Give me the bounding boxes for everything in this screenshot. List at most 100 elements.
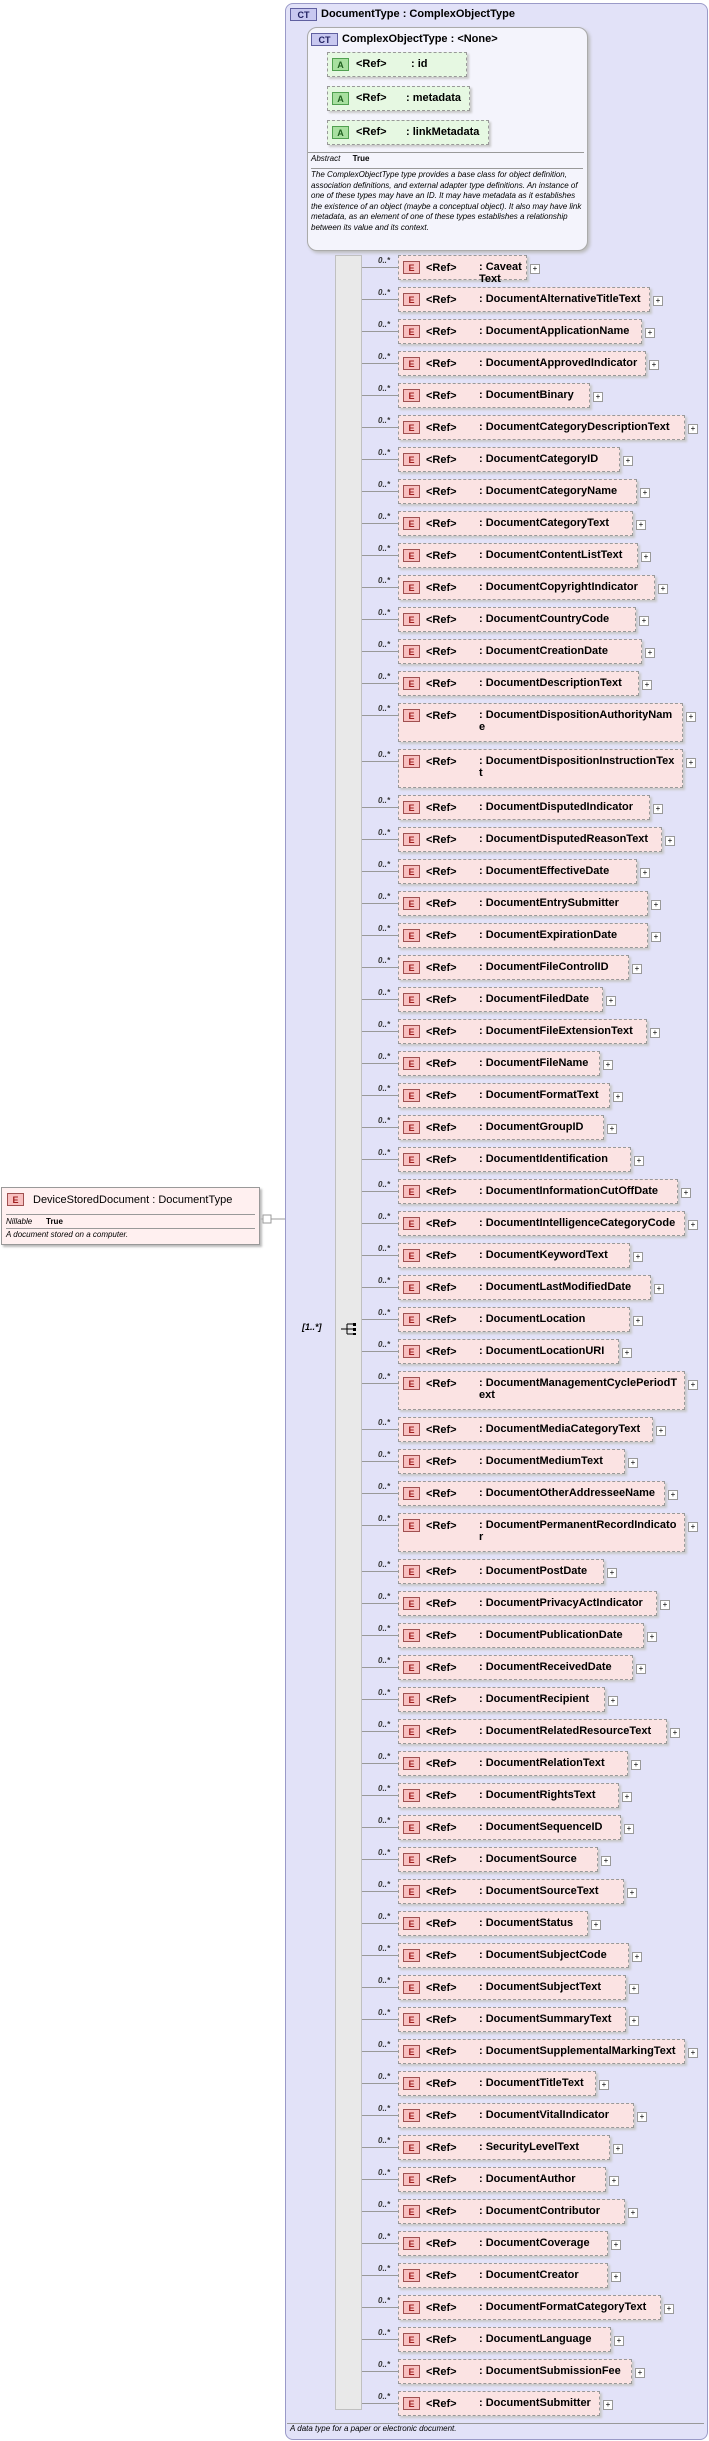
expand-icon[interactable]: + bbox=[611, 2240, 621, 2250]
expand-icon[interactable]: + bbox=[688, 424, 698, 434]
attribute-id[interactable]: A <Ref> : id bbox=[327, 52, 467, 77]
element-row[interactable]: E<Ref>: DocumentSequenceID+ bbox=[398, 1815, 634, 1840]
expand-icon[interactable]: + bbox=[593, 392, 603, 402]
expand-icon[interactable]: + bbox=[688, 2048, 698, 2058]
expand-icon[interactable]: + bbox=[603, 1060, 613, 1070]
element-row[interactable]: E<Ref>: DocumentSubmitter+ bbox=[398, 2391, 613, 2416]
expand-icon[interactable]: + bbox=[639, 616, 649, 626]
element-row[interactable]: E<Ref>: DocumentContributor+ bbox=[398, 2199, 638, 2224]
element-row[interactable]: E<Ref>: DocumentPermanentRecordIndicator… bbox=[398, 1513, 698, 1552]
expand-icon[interactable]: + bbox=[624, 1824, 634, 1834]
expand-icon[interactable]: + bbox=[668, 1490, 678, 1500]
element-row[interactable]: E<Ref>: DocumentDescriptionText+ bbox=[398, 671, 652, 696]
expand-icon[interactable]: + bbox=[653, 296, 663, 306]
expand-icon[interactable]: + bbox=[681, 1188, 691, 1198]
expand-icon[interactable]: + bbox=[607, 1124, 617, 1134]
expand-icon[interactable]: + bbox=[641, 552, 651, 562]
expand-icon[interactable]: + bbox=[628, 1458, 638, 1468]
expand-icon[interactable]: + bbox=[688, 1380, 698, 1390]
element-row[interactable]: E<Ref>: DocumentFiledDate+ bbox=[398, 987, 616, 1012]
expand-icon[interactable]: + bbox=[670, 1728, 680, 1738]
element-row[interactable]: E<Ref>: DocumentGroupID+ bbox=[398, 1115, 617, 1140]
element-row[interactable]: E<Ref>: DocumentDisputedIndicator+ bbox=[398, 795, 663, 820]
element-row[interactable]: E<Ref>: DocumentAlternativeTitleText+ bbox=[398, 287, 663, 312]
expand-icon[interactable]: + bbox=[631, 1760, 641, 1770]
element-row[interactable]: E<Ref>: DocumentIdentification+ bbox=[398, 1147, 644, 1172]
attribute-linkmetadata[interactable]: A <Ref> : linkMetadata bbox=[327, 120, 489, 145]
element-row[interactable]: E<Ref>: DocumentKeywordText+ bbox=[398, 1243, 643, 1268]
element-row[interactable]: E<Ref>: DocumentExpirationDate+ bbox=[398, 923, 661, 948]
expand-icon[interactable]: + bbox=[614, 2336, 624, 2346]
element-row[interactable]: E<Ref>: DocumentOtherAddresseeName+ bbox=[398, 1481, 678, 1506]
element-row[interactable]: E<Ref>: DocumentStatus+ bbox=[398, 1911, 601, 1936]
expand-icon[interactable]: + bbox=[635, 2368, 645, 2378]
element-row[interactable]: E<Ref>: DocumentDisputedReasonText+ bbox=[398, 827, 675, 852]
element-row[interactable]: E<Ref>: DocumentLastModifiedDate+ bbox=[398, 1275, 664, 1300]
element-row[interactable]: E<Ref>: CaveatText+ bbox=[398, 255, 540, 285]
element-row[interactable]: E<Ref>: DocumentDispositionInstructionTe… bbox=[398, 749, 696, 788]
sequence-icon[interactable] bbox=[341, 1323, 359, 1335]
expand-icon[interactable]: + bbox=[606, 996, 616, 1006]
element-row[interactable]: E<Ref>: DocumentSubjectCode+ bbox=[398, 1943, 642, 1968]
expand-icon[interactable]: + bbox=[632, 964, 642, 974]
element-row[interactable]: E<Ref>: DocumentFileName+ bbox=[398, 1051, 613, 1076]
expand-icon[interactable]: + bbox=[629, 2016, 639, 2026]
expand-icon[interactable]: + bbox=[665, 836, 675, 846]
element-row[interactable]: E<Ref>: DocumentContentListText+ bbox=[398, 543, 651, 568]
element-row[interactable]: E<Ref>: DocumentFormatText+ bbox=[398, 1083, 623, 1108]
expand-icon[interactable]: + bbox=[645, 328, 655, 338]
element-row[interactable]: E<Ref>: DocumentMediaCategoryText+ bbox=[398, 1417, 666, 1442]
element-row[interactable]: E<Ref>: DocumentFileExtensionText+ bbox=[398, 1019, 660, 1044]
expand-icon[interactable]: + bbox=[660, 1600, 670, 1610]
expand-icon[interactable]: + bbox=[633, 1252, 643, 1262]
expand-icon[interactable]: + bbox=[645, 648, 655, 658]
element-row[interactable]: E<Ref>: DocumentFileControlID+ bbox=[398, 955, 642, 980]
expand-icon[interactable]: + bbox=[599, 2080, 609, 2090]
expand-icon[interactable]: + bbox=[613, 1092, 623, 1102]
expand-icon[interactable]: + bbox=[688, 1522, 698, 1532]
root-element-box[interactable]: E DeviceStoredDocument : DocumentType Ni… bbox=[1, 1187, 260, 1245]
expand-icon[interactable]: + bbox=[629, 1984, 639, 1994]
element-row[interactable]: E<Ref>: DocumentCreator+ bbox=[398, 2263, 621, 2288]
expand-icon[interactable]: + bbox=[658, 584, 668, 594]
expand-icon[interactable]: + bbox=[651, 932, 661, 942]
element-row[interactable]: E<Ref>: DocumentAuthor+ bbox=[398, 2167, 619, 2192]
expand-icon[interactable]: + bbox=[640, 488, 650, 498]
element-row[interactable]: E<Ref>: DocumentCategoryText+ bbox=[398, 511, 646, 536]
expand-icon[interactable]: + bbox=[622, 1348, 632, 1358]
element-row[interactable]: E<Ref>: DocumentCreationDate+ bbox=[398, 639, 655, 664]
expand-icon[interactable]: + bbox=[607, 1568, 617, 1578]
element-row[interactable]: E<Ref>: DocumentBinary+ bbox=[398, 383, 603, 408]
expand-icon[interactable]: + bbox=[654, 1284, 664, 1294]
expand-icon[interactable]: + bbox=[591, 1920, 601, 1930]
element-row[interactable]: E<Ref>: DocumentLanguage+ bbox=[398, 2327, 624, 2352]
expand-icon[interactable]: + bbox=[653, 804, 663, 814]
expand-icon[interactable]: + bbox=[613, 2144, 623, 2154]
element-row[interactable]: E<Ref>: DocumentSourceText+ bbox=[398, 1879, 637, 1904]
element-row[interactable]: E<Ref>: DocumentRecipient+ bbox=[398, 1687, 618, 1712]
element-row[interactable]: E<Ref>: DocumentApprovedIndicator+ bbox=[398, 351, 659, 376]
expand-icon[interactable]: + bbox=[628, 2208, 638, 2218]
element-row[interactable]: E<Ref>: DocumentManagementCyclePeriodTex… bbox=[398, 1371, 698, 1410]
expand-icon[interactable]: + bbox=[627, 1888, 637, 1898]
element-row[interactable]: E<Ref>: DocumentEntrySubmitter+ bbox=[398, 891, 661, 916]
expand-icon[interactable]: + bbox=[642, 680, 652, 690]
element-row[interactable]: E<Ref>: DocumentCategoryDescriptionText+ bbox=[398, 415, 698, 440]
element-row[interactable]: E<Ref>: DocumentApplicationName+ bbox=[398, 319, 655, 344]
element-row[interactable]: E<Ref>: DocumentInformationCutOffDate+ bbox=[398, 1179, 691, 1204]
element-row[interactable]: E<Ref>: DocumentPrivacyActIndicator+ bbox=[398, 1591, 670, 1616]
element-row[interactable]: E<Ref>: DocumentCategoryID+ bbox=[398, 447, 633, 472]
element-row[interactable]: E<Ref>: DocumentPostDate+ bbox=[398, 1559, 617, 1584]
element-row[interactable]: E<Ref>: DocumentIntelligenceCategoryCode… bbox=[398, 1211, 698, 1236]
expand-icon[interactable]: + bbox=[637, 2112, 647, 2122]
expand-icon[interactable]: + bbox=[609, 2176, 619, 2186]
expand-icon[interactable]: + bbox=[647, 1632, 657, 1642]
expand-icon[interactable]: + bbox=[634, 1156, 644, 1166]
expand-icon[interactable]: + bbox=[649, 360, 659, 370]
element-row[interactable]: E<Ref>: DocumentEffectiveDate+ bbox=[398, 859, 650, 884]
element-row[interactable]: E<Ref>: DocumentTitleText+ bbox=[398, 2071, 609, 2096]
expand-icon[interactable]: + bbox=[656, 1426, 666, 1436]
expand-icon[interactable]: + bbox=[664, 2304, 674, 2314]
expand-icon[interactable]: + bbox=[650, 1028, 660, 1038]
element-row[interactable]: E<Ref>: DocumentRelatedResourceText+ bbox=[398, 1719, 680, 1744]
